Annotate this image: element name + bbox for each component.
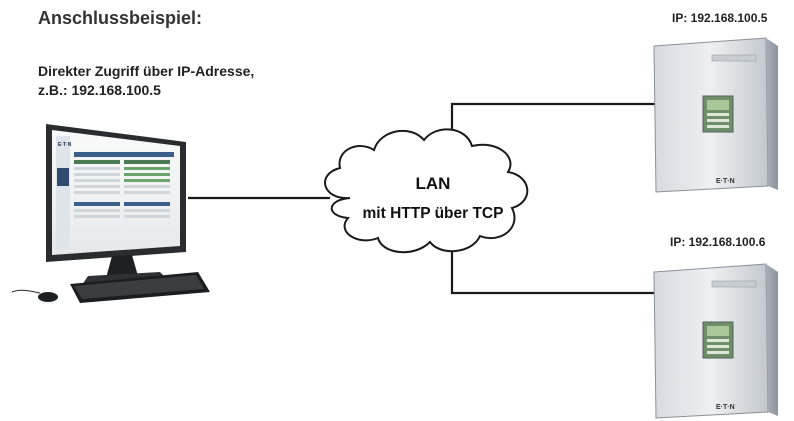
- mouse-icon: [11, 289, 58, 302]
- access-description: Direkter Zugriff über IP-Adresse, z.B.: …: [38, 62, 254, 100]
- device-1-ip-label: IP: 192.168.100.5: [672, 11, 768, 25]
- access-description-line1: Direkter Zugriff über IP-Adresse,: [38, 63, 255, 79]
- keyboard-icon: [70, 272, 210, 303]
- cloud-label-line2: mit HTTP über TCP: [363, 205, 504, 222]
- device-2-ip-label: IP: 192.168.100.6: [670, 235, 766, 249]
- cloud-label-line1: LAN: [416, 174, 451, 193]
- device-2-logo: E·T·N: [716, 404, 735, 411]
- server-cabinet-icon: E·T·N: [653, 37, 778, 193]
- device-1-logo: E·T·N: [716, 178, 735, 185]
- screen-logo: E·T·N: [58, 142, 72, 148]
- access-description-line2: z.B.: 192.168.100.5: [38, 82, 161, 98]
- cloud-to-device-2-line: [450, 243, 672, 295]
- cloud-icon: LAN mit HTTP über TCP: [324, 128, 529, 254]
- diagram-heading: Anschlussbeispiel:: [38, 8, 203, 28]
- computer-monitor-icon: E·T·N: [46, 124, 186, 288]
- server-cabinet-icon: E·T·N: [653, 263, 778, 419]
